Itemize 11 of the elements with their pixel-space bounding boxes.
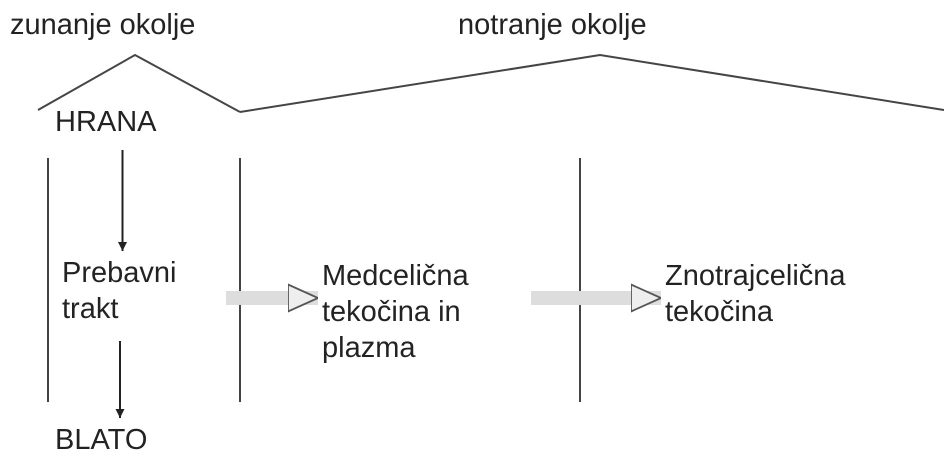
node-text: Prebavni trakt xyxy=(62,256,178,327)
region-label: notranje okolje xyxy=(458,8,647,42)
block-arrow xyxy=(531,284,662,312)
arrow xyxy=(118,150,127,251)
region-label: zunanje okolje xyxy=(10,8,196,42)
block-arrow xyxy=(226,284,319,312)
node-text: Medcelična tekočina in plazma xyxy=(322,259,470,366)
node-text: BLATO xyxy=(55,423,148,458)
arrow xyxy=(116,341,124,418)
node-text: HRANA xyxy=(55,105,158,140)
node-text: Znotrajcelična tekočina xyxy=(665,259,847,330)
